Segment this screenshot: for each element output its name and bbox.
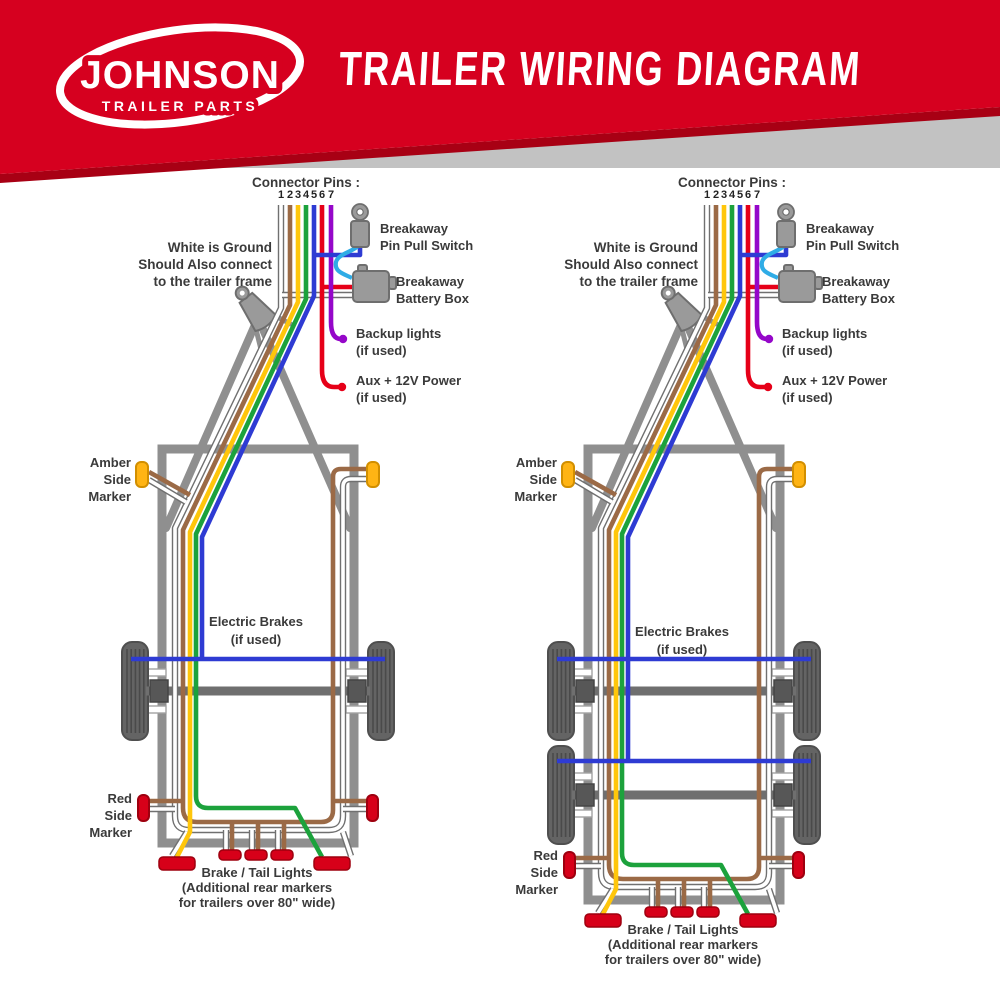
yellow-left-turn-wire: [174, 205, 301, 859]
blue-electric-brakes-wire: [131, 205, 385, 662]
red-aux-power-wire: [319, 205, 356, 392]
pin-number: 7: [327, 189, 335, 201]
pin-number: 3: [720, 189, 728, 201]
rear-marker-light: [270, 849, 294, 861]
tail-lights-label: Brake / Tail Lights (Additional rear mar…: [604, 922, 762, 967]
red-marker-label: Red Side Marker: [89, 791, 132, 840]
breakaway-battery-box-icon: [352, 264, 397, 303]
amber-side-marker: [135, 461, 149, 488]
red-marker-label: Red Side Marker: [515, 848, 558, 897]
brake-tail-light: [158, 856, 196, 871]
brown-running-light-wire: [147, 205, 367, 853]
electric-brakes-label: Electric Brakes (if used): [209, 614, 303, 647]
pin-number: 6: [318, 189, 326, 201]
rear-marker-light: [218, 849, 242, 861]
amber-marker-label: Amber Side Marker: [88, 455, 131, 504]
red-aux-power-wire: [745, 205, 782, 392]
brake-tail-light: [584, 913, 622, 928]
blue-electric-brakes-wire: [557, 205, 811, 764]
aux-power-label: Aux + 12V Power (if used): [356, 373, 462, 405]
connector-pins-title: Connector Pins :: [677, 175, 787, 190]
breakaway-battery-box-icon: [778, 264, 823, 303]
brake-tail-light: [313, 856, 351, 871]
backup-lights-label: Backup lights (if used): [782, 326, 868, 358]
pin-number: 5: [736, 189, 744, 201]
battery-box-label: Breakaway Battery Box: [396, 274, 469, 306]
rear-marker-light: [644, 906, 668, 918]
connector-pins-title: Connector Pins :: [251, 175, 361, 190]
green-right-turn-wire: [619, 205, 751, 916]
red-side-marker: [563, 851, 576, 879]
pin-number: 6: [744, 189, 752, 201]
marker-lights: [135, 461, 380, 871]
red-side-marker: [366, 794, 379, 822]
backup-lights-label: Backup lights (if used): [356, 326, 442, 358]
rear-marker-light: [244, 849, 268, 861]
single-axle-trailer: [121, 203, 397, 871]
wheels-and-axles: [547, 641, 821, 845]
cyan-breakaway-wire: [333, 244, 360, 280]
pin-number: 1: [277, 189, 285, 201]
green-right-turn-wire: [193, 205, 325, 859]
pin-number: 2: [286, 189, 294, 201]
breakaway-switch-label: Breakaway Pin Pull Switch: [806, 221, 900, 253]
rear-marker-light: [670, 906, 694, 918]
amber-side-marker: [366, 461, 380, 488]
pin-number: 4: [728, 189, 736, 201]
pin-number: 7: [753, 189, 761, 201]
white-ground-wire: [147, 205, 367, 858]
tail-lights-label: Brake / Tail Lights (Additional rear mar…: [178, 865, 336, 910]
electric-brakes-label: Electric Brakes (if used): [635, 624, 729, 657]
rear-marker-light: [696, 906, 720, 918]
white-ground-wire: [573, 205, 793, 915]
breakaway-pin-pull-switch-icon: [350, 203, 370, 248]
brown-running-light-wire: [573, 205, 793, 910]
aux-power-label: Aux + 12V Power (if used): [782, 373, 888, 405]
pin-number: 3: [294, 189, 302, 201]
brake-tail-light: [739, 913, 777, 928]
pin-number: 2: [712, 189, 720, 201]
amber-side-marker: [792, 461, 806, 488]
logo-swoosh-ring: [56, 23, 304, 129]
cyan-breakaway-wire: [759, 244, 786, 280]
breakaway-pin-pull-switch-icon: [776, 203, 796, 248]
purple-backup-lights-wire: [754, 205, 774, 344]
pin-number: 5: [310, 189, 318, 201]
red-side-marker: [792, 851, 805, 879]
logo-brand-text: JOHNSON: [80, 54, 280, 97]
ground-note: White is Ground Should Also connect to t…: [564, 240, 698, 289]
amber-side-marker: [561, 461, 575, 488]
johnson-trailer-parts-logo: JOHNSON TRAILER PARTS: [56, 23, 304, 129]
pin-number: 4: [302, 189, 310, 201]
pin-number: 1: [703, 189, 711, 201]
marker-lights: [561, 461, 806, 928]
purple-backup-lights-wire: [328, 205, 348, 344]
ground-note: White is Ground Should Also connect to t…: [138, 240, 272, 289]
amber-marker-label: Amber Side Marker: [514, 455, 557, 504]
red-side-marker: [137, 794, 150, 822]
tandem-axle-trailer: [547, 203, 823, 928]
breakaway-switch-label: Breakaway Pin Pull Switch: [380, 221, 474, 253]
battery-box-label: Breakaway Battery Box: [822, 274, 895, 306]
yellow-left-turn-wire: [600, 205, 727, 916]
